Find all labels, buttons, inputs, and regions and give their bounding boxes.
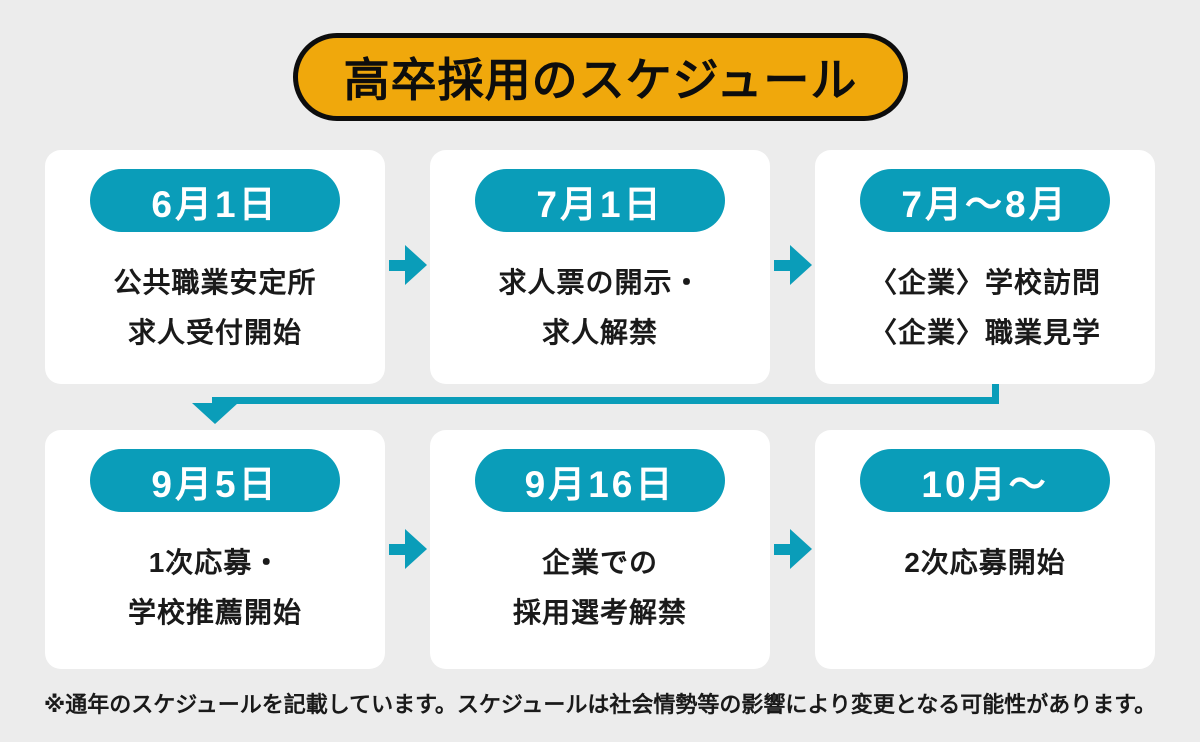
date-pill: 9月5日	[90, 449, 340, 512]
step-description: 〈企業〉学校訪問 〈企業〉職業見学	[869, 258, 1101, 358]
step-description: 求人票の開示・ 求人解禁	[498, 258, 701, 358]
date-label: 6月1日	[151, 183, 279, 225]
date-pill: 6月1日	[90, 169, 340, 232]
step-description-line: 企業での	[541, 547, 658, 578]
step-description: 1次応募・ 学校推薦開始	[128, 538, 302, 638]
arrow-right-icon	[774, 529, 812, 569]
title-badge: 高卒採用のスケジュール	[293, 33, 908, 121]
step-description-line: 求人受付開始	[127, 317, 302, 348]
arrow-stem	[774, 260, 795, 271]
date-pill: 7月〜8月	[860, 169, 1110, 232]
step-description-line: 〈企業〉職業見学	[868, 317, 1101, 348]
arrow-stem	[389, 544, 410, 555]
footnote: ※通年のスケジュールを記載しています。スケジュールは社会情勢等の影響により変更と…	[43, 692, 1157, 717]
arrow-head	[790, 245, 812, 285]
step-description-line: 求人解禁	[541, 317, 658, 348]
step-description: 公共職業安定所 求人受付開始	[113, 258, 316, 358]
arrow-right-icon	[774, 245, 812, 285]
step-card-september16: 9月16日 企業での 採用選考解禁	[430, 430, 770, 669]
step-description: 2次応募開始	[904, 538, 1066, 588]
date-label: 9月16日	[524, 463, 676, 505]
step-card-july1: 7月1日 求人票の開示・ 求人解禁	[430, 150, 770, 384]
page-title: 高卒採用のスケジュール	[343, 54, 858, 106]
step-description-line: 学校推薦開始	[127, 597, 302, 628]
date-label: 7月〜8月	[901, 183, 1069, 225]
arrow-down-icon	[192, 403, 238, 424]
date-label: 7月1日	[536, 183, 664, 225]
step-card-october: 10月〜 2次応募開始	[815, 430, 1155, 669]
date-label: 10月〜	[921, 463, 1049, 505]
arrow-head	[790, 529, 812, 569]
step-description: 企業での 採用選考解禁	[513, 538, 687, 638]
step-description-line: 2次応募開始	[904, 547, 1066, 578]
date-pill: 9月16日	[475, 449, 725, 512]
arrow-right-icon	[389, 245, 427, 285]
date-label: 9月5日	[151, 463, 279, 505]
step-card-july-august: 7月〜8月 〈企業〉学校訪問 〈企業〉職業見学	[815, 150, 1155, 384]
connector-vertical-stub	[992, 384, 999, 398]
connector-horizontal-line	[212, 397, 999, 404]
arrow-head	[405, 529, 427, 569]
arrow-right-icon	[389, 529, 427, 569]
date-pill: 10月〜	[860, 449, 1110, 512]
step-description-line: 採用選考解禁	[512, 597, 687, 628]
step-description-line: 1次応募・	[148, 547, 282, 578]
step-description-line: 公共職業安定所	[113, 267, 317, 298]
step-card-june1: 6月1日 公共職業安定所 求人受付開始	[45, 150, 385, 384]
arrow-head	[405, 245, 427, 285]
arrow-stem	[774, 544, 795, 555]
arrow-stem	[389, 260, 410, 271]
step-description-line: 求人票の開示・	[498, 267, 702, 298]
step-card-september5: 9月5日 1次応募・ 学校推薦開始	[45, 430, 385, 669]
step-description-line: 〈企業〉学校訪問	[868, 267, 1101, 298]
date-pill: 7月1日	[475, 169, 725, 232]
